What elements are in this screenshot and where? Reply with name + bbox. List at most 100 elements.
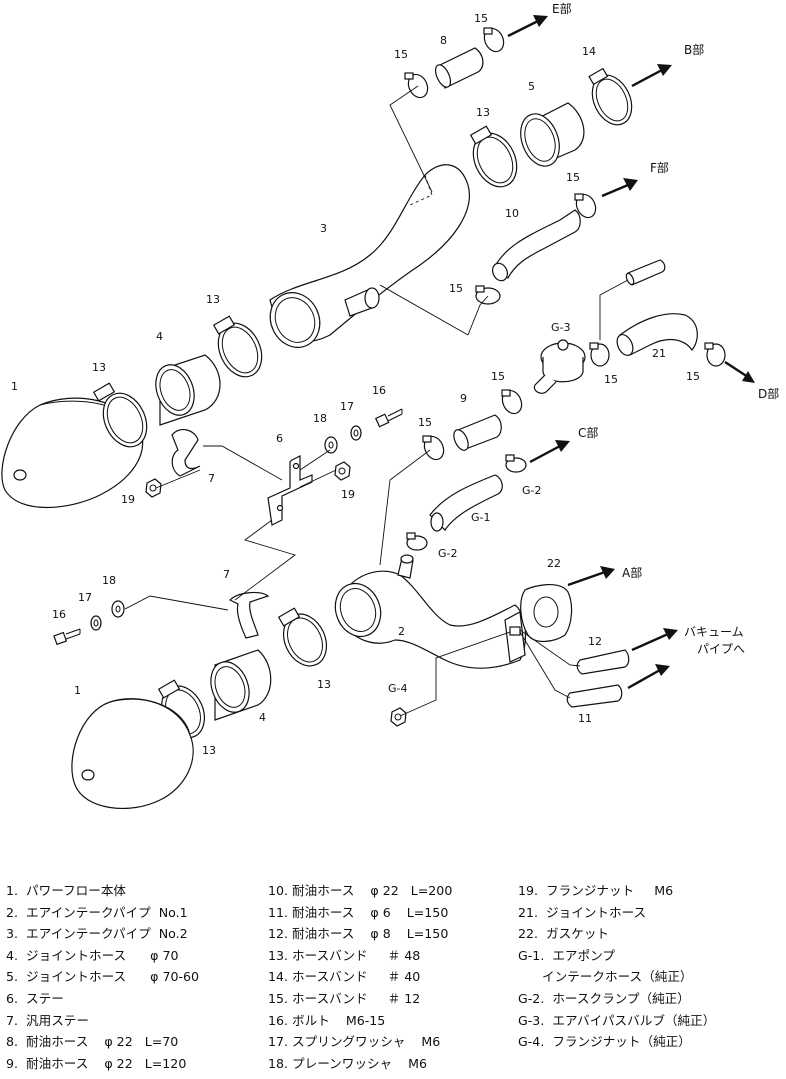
parts-list-item: 11. 耐油ホース φ 6 L=150 — [268, 904, 449, 920]
label-1-lower: 1 — [74, 684, 81, 697]
hose-band-13-lower-mid — [277, 607, 328, 667]
label-15-f: 15 — [418, 416, 432, 429]
destination-vacuum-line1: バキューム — [684, 625, 744, 639]
label-15-d: 15 — [449, 282, 463, 295]
parts-list-item: 13. ホースバンド ＃ 48 — [268, 947, 421, 963]
label-16-upper: 16 — [372, 384, 386, 397]
bolt-16-lower — [53, 628, 81, 646]
plain-washer-18-lower — [111, 600, 125, 618]
flange-nut-g4 — [390, 707, 407, 727]
label-g4: G-4 — [388, 682, 408, 695]
parts-list-item: 8. 耐油ホース φ 22 L=70 — [6, 1034, 179, 1050]
air-intake-pipe-no2 — [269, 164, 470, 348]
label-4-upper: 4 — [156, 330, 163, 343]
label-13-e: 13 — [202, 744, 216, 757]
part-number-labels: 1 1 2 3 4 4 5 6 7 7 8 9 10 11 12 13 13 1… — [11, 12, 700, 757]
destination-c: C部 — [578, 425, 598, 440]
oil-hose-8 — [434, 47, 484, 89]
destination-f: F部 — [650, 160, 669, 175]
universal-stay-7-upper — [171, 428, 201, 477]
parts-list-item: 9. 耐油ホース φ 22 L=120 — [6, 1055, 187, 1071]
label-g2-lower: G-2 — [438, 547, 458, 560]
power-flow-filter-lower — [71, 698, 194, 810]
flange-nut-19-upper — [334, 461, 351, 481]
parts-list-item: 21. ジョイントホース — [518, 904, 647, 920]
stay-6 — [267, 455, 313, 526]
label-8: 8 — [440, 34, 447, 47]
hose-band-15-c-left — [422, 435, 445, 461]
leader-lines — [124, 85, 629, 717]
hose-band-13-upper-mid — [212, 315, 263, 378]
label-15-c: 15 — [566, 171, 580, 184]
label-9: 9 — [460, 392, 467, 405]
parts-list-item: G-3. エアバイパスバルブ（純正） — [518, 1012, 716, 1028]
parts-list-item: G-1. エアポンプ — [518, 947, 615, 963]
parts-list-item: G-4. フランジナット（純正） — [518, 1034, 691, 1050]
destination-d: D部 — [758, 386, 779, 401]
label-17-lower: 17 — [78, 591, 92, 604]
air-pump-intake-hose-g1 — [429, 474, 503, 532]
label-18-lower: 18 — [102, 574, 116, 587]
destination-e: E部 — [552, 1, 572, 16]
parts-list-item: 5. ジョイントホース φ 70-60 — [6, 969, 200, 985]
plain-washer-18-upper — [324, 436, 338, 454]
parts-list-item: 22. ガスケット — [518, 926, 610, 942]
hose-clamp-g2-lower — [406, 532, 428, 551]
parts-list-item: 6. ステー — [6, 990, 64, 1006]
label-g3: G-3 — [551, 321, 571, 334]
parts-list-item: G-2. ホースクランプ（純正） — [518, 990, 690, 1006]
oil-hose-10 — [492, 209, 581, 282]
label-12: 12 — [588, 635, 602, 648]
label-g2-upper: G-2 — [522, 484, 542, 497]
hose-band-15-d — [704, 342, 726, 367]
oil-hose-12 — [576, 649, 630, 675]
joint-hose-4-upper — [155, 354, 221, 426]
hose-band-15-f — [574, 193, 597, 219]
oil-hose-9 — [453, 414, 502, 451]
label-11: 11 — [578, 712, 592, 725]
label-2: 2 — [398, 625, 405, 638]
spring-washer-17-lower — [90, 615, 102, 631]
parts-list-item: 2. エアインテークパイプ No.1 — [6, 904, 188, 920]
label-13-c: 13 — [476, 106, 490, 119]
destination-b: B部 — [684, 42, 704, 57]
gasket-22 — [520, 584, 573, 642]
hose-band-15-e-right — [483, 27, 505, 53]
parts-list-item: 7. 汎用ステー — [6, 1012, 89, 1028]
label-16-lower: 16 — [52, 608, 66, 621]
label-4-lower: 4 — [259, 711, 266, 724]
joint-hose-21 — [616, 313, 698, 356]
parts-list-item: 4. ジョイントホース φ 70 — [6, 947, 179, 963]
bolt-16-upper — [374, 408, 403, 428]
label-22: 22 — [547, 557, 561, 570]
flange-nut-19-left — [145, 478, 162, 498]
exploded-parts-diagram: 1 1 2 3 4 4 5 6 7 7 8 9 10 11 12 13 13 1… — [1, 1, 779, 810]
label-7-lower: 7 — [223, 568, 230, 581]
oil-hose-11 — [566, 684, 623, 708]
hose-band-15-mid — [475, 285, 501, 305]
label-15-e: 15 — [491, 370, 505, 383]
parts-list-column-2: 10. 耐油ホース φ 22 L=200 11. 耐油ホース φ 6 L=150 1… — [268, 880, 452, 1074]
label-13-a: 13 — [92, 361, 106, 374]
spring-washer-17-upper — [350, 425, 362, 441]
label-19-left: 19 — [121, 493, 135, 506]
hose-band-15-g3 — [589, 342, 610, 367]
parts-list-item: 17. スプリングワッシャ M6 — [268, 1034, 441, 1050]
parts-list-item: 12. 耐油ホース φ 8 L=150 — [268, 926, 449, 942]
label-3: 3 — [320, 222, 327, 235]
label-15-h: 15 — [686, 370, 700, 383]
parts-list-item: 18. プレーンワッシャ M6 — [268, 1055, 428, 1071]
parts-list-item: 10. 耐油ホース φ 22 L=200 — [268, 883, 453, 898]
label-18-upper: 18 — [313, 412, 327, 425]
parts-list-item: 15. ホースバンド ＃ 12 — [268, 990, 421, 1006]
destination-labels: E部 B部 F部 C部 D部 A部 バキューム パイプへ — [552, 1, 779, 656]
destination-vacuum-line2: パイプへ — [697, 642, 745, 656]
label-10: 10 — [505, 207, 519, 220]
hose-band-13-top — [469, 125, 518, 188]
universal-stay-7-lower — [228, 591, 270, 639]
label-19-upper: 19 — [341, 488, 355, 501]
hose-clamp-g2-upper — [505, 454, 527, 473]
